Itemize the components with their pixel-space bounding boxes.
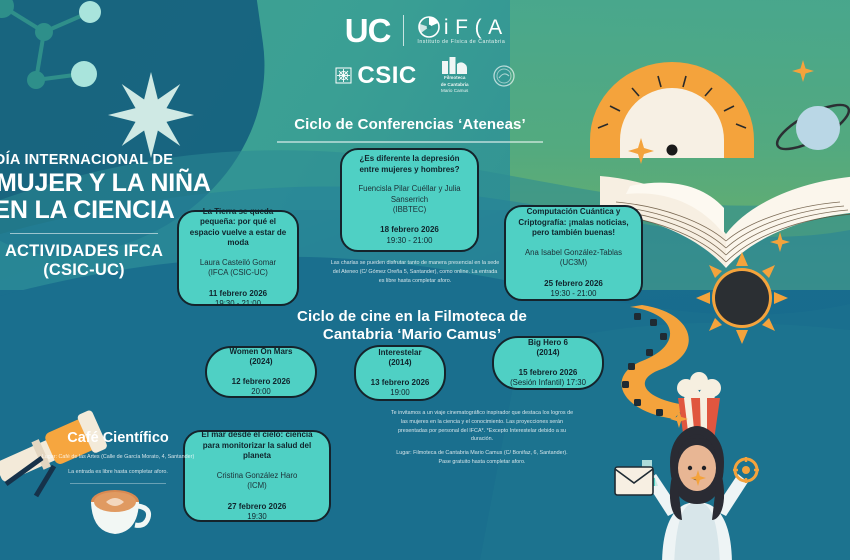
conference-speakers: Fuencisla Pilar Cuéllar y Julia Sanserri… bbox=[358, 184, 461, 215]
cafe-card-title: El mar desde el cielo: ciencia para moni… bbox=[201, 429, 313, 461]
cafe-venue: Lugar: Café de las Artes (Calle de Garcí… bbox=[41, 454, 195, 461]
title-activities-1: ACTIVIDADES IFCA bbox=[4, 242, 164, 261]
cinema-heading: Ciclo de cine en la Filmoteca de Cantabr… bbox=[262, 308, 562, 344]
csic-wordmark: CSIC bbox=[357, 61, 417, 89]
film-strip-icon bbox=[621, 305, 689, 419]
title-divider bbox=[10, 232, 158, 235]
envelope-icon bbox=[614, 466, 654, 496]
cinema-note: Te invitamos a un viaje cinematográfico … bbox=[390, 410, 574, 443]
poster-main-title: DÍA INTERNACIONAL DE LA MUJER Y LA NIÑA … bbox=[0, 152, 214, 279]
ifca-circle-logo-icon bbox=[418, 16, 440, 38]
cafe-card-date: 27 febrero 2026 bbox=[227, 501, 287, 511]
solar-eclipse-icon bbox=[696, 252, 788, 344]
ifca-letter-i: i bbox=[443, 15, 452, 39]
film-title: Women On Mars(2024) bbox=[229, 346, 293, 367]
film-date: 12 febrero 2026 bbox=[231, 376, 291, 386]
popcorn-icon bbox=[677, 372, 721, 440]
title-activities-2: (CSIC-UC) bbox=[43, 260, 125, 279]
ifca-letter-f: F bbox=[455, 15, 471, 39]
film-time: 19:00 bbox=[390, 388, 410, 398]
title-line-big-2: EN LA CIENCIA bbox=[0, 196, 175, 225]
conferences-heading-divider bbox=[277, 141, 543, 143]
film-card-women-on-mars[interactable]: Women On Mars(2024) 12 febrero 2026 20:0… bbox=[205, 346, 317, 398]
cafe-card-time: 19:30 bbox=[247, 511, 267, 521]
conference-date: 18 febrero 2026 bbox=[380, 225, 439, 235]
logo-divider bbox=[403, 15, 405, 46]
ifca-subtitle: Instituto de Física de Cantabria bbox=[417, 39, 506, 45]
film-time: (Sesión Infantil) 17:30 bbox=[510, 378, 586, 388]
cinema-heading-line-2: Cantabria ‘Mario Camus’ bbox=[322, 326, 502, 343]
cinema-venue: Lugar: Filmoteca de Cantabria Mario Camu… bbox=[396, 450, 568, 465]
uc-logo: UC bbox=[344, 12, 392, 49]
title-line-small: DÍA INTERNACIONAL DE bbox=[0, 152, 174, 168]
cafe-card-speaker: Cristina González Haro(ICM) bbox=[216, 470, 298, 491]
cafe-cientifico-block: Café Científico Lugar: Café de las Artes… bbox=[30, 430, 206, 485]
ifca-letter-paren: ( bbox=[474, 15, 485, 39]
conference-card-cuantica[interactable]: Computación Cuántica y Criptografía: ¡ma… bbox=[504, 205, 643, 301]
title-line-big-1: LA MUJER Y LA NIÑA bbox=[0, 168, 211, 197]
filmoteca-line-2: de Cantabria bbox=[440, 81, 469, 87]
film-date: 15 febrero 2026 bbox=[518, 367, 578, 377]
conference-title: Computación Cuántica y Criptografía: ¡ma… bbox=[518, 206, 629, 238]
ringed-planet-icon bbox=[775, 103, 850, 151]
filmoteca-line-1: Filmoteca bbox=[443, 75, 466, 80]
filmoteca-logo: Filmoteca de Cantabria Mario Camus bbox=[441, 57, 469, 94]
conference-card-depresion[interactable]: ¿Es diferente la depresión entre mujeres… bbox=[340, 148, 479, 252]
filmoteca-line-3: Mario Camus bbox=[441, 88, 469, 94]
ifca-logo: i F ( A Instituto de Física de Cantabria bbox=[417, 16, 505, 45]
conference-title: ¿Es diferente la depresión entre mujeres… bbox=[359, 154, 460, 174]
conference-date: 11 febrero 2026 bbox=[208, 288, 268, 298]
cafe-access: La entrada es libre hasta completar afor… bbox=[68, 469, 168, 476]
header-logos: UC i F ( A Instituto de Física de Cantab… bbox=[0, 14, 850, 94]
logo-row-primary: UC i F ( A Instituto de Física de Cantab… bbox=[345, 14, 505, 47]
conference-time: 19:30 - 21:00 bbox=[386, 235, 433, 245]
coffee-cup-icon bbox=[91, 490, 151, 534]
csic-emblem-icon bbox=[335, 67, 352, 84]
sparkle-icon bbox=[670, 410, 688, 428]
conference-time: 19:30 - 21:00 bbox=[550, 288, 597, 298]
film-card-big-hero-6[interactable]: Big Hero 6(2014) 15 febrero 2026 (Sesión… bbox=[492, 336, 604, 390]
cafe-divider bbox=[70, 483, 166, 485]
film-title: Interestelar(2014) bbox=[378, 347, 422, 368]
filmoteca-building-icon bbox=[441, 57, 467, 74]
circular-seal-icon bbox=[492, 64, 515, 87]
film-date: 13 febrero 2026 bbox=[370, 377, 430, 387]
conference-speakers: Ana Isabel González-Tablas(UC3M) bbox=[524, 247, 623, 268]
ifca-letter-a: A bbox=[488, 15, 505, 39]
conferences-heading: Ciclo de Conferencias ‘Ateneas’ bbox=[294, 116, 526, 133]
film-time: 20:00 bbox=[251, 387, 271, 397]
csic-logo: CSIC bbox=[335, 61, 417, 89]
sparkle-icon bbox=[770, 232, 790, 252]
conferences-note: Las charlas se pueden disfrutar tanto de… bbox=[330, 260, 500, 284]
film-card-interestelar[interactable]: Interestelar(2014) 13 febrero 2026 19:00 bbox=[354, 345, 446, 401]
cafe-heading: Café Científico bbox=[67, 430, 169, 446]
ifca-logo-row: i F ( A bbox=[418, 16, 505, 38]
conference-date: 25 febrero 2026 bbox=[544, 278, 603, 288]
scientist-woman-illustration bbox=[636, 426, 759, 560]
logo-row-secondary: CSIC Filmoteca de Cantabria Mario Camus bbox=[335, 57, 515, 94]
sparkle-icon bbox=[690, 470, 706, 486]
sparkle-icon bbox=[628, 138, 654, 164]
cinema-heading-line-1: Ciclo de cine en la Filmoteca de bbox=[297, 308, 527, 325]
